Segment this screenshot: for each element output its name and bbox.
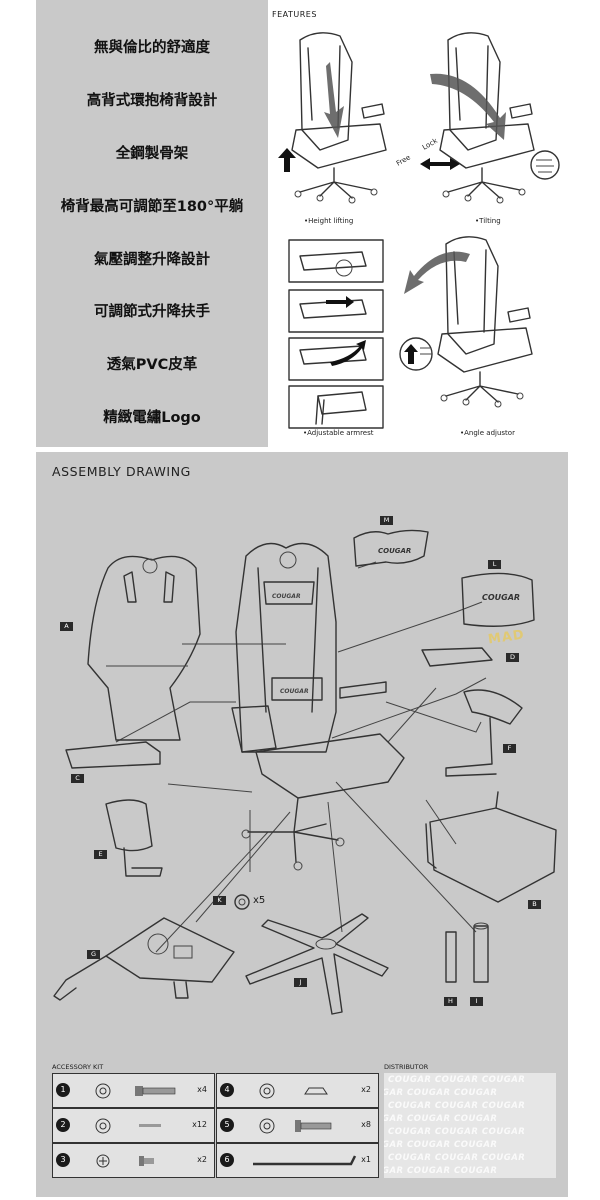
accessory-number: 2: [56, 1118, 70, 1132]
part-l-lumbar-pillow: COUGAR: [461, 572, 535, 627]
feature-item: 氣壓調整升降設計: [94, 252, 210, 268]
allen-key-icon: [253, 1155, 357, 1166]
feature-item: 無與倫比的舒適度: [94, 40, 210, 56]
feature-item: 椅背最高可調節至180°平躺: [60, 199, 244, 215]
part-c-side-plate: [65, 741, 161, 769]
caption-angle-adjustor: •Angle adjustor: [460, 429, 515, 437]
feature-item: 高背式環抱椅背設計: [86, 93, 218, 109]
caster-quantity: x5: [253, 895, 266, 906]
accessory-qty: x8: [361, 1120, 371, 1129]
features-list-panel: 無與倫比的舒適度 高背式環抱椅背設計 全鋼製骨架 椅背最高可調節至180°平躺 …: [36, 0, 268, 447]
part-tag: F: [503, 744, 516, 753]
part-tag: E: [94, 850, 107, 859]
part-tag: K: [213, 896, 226, 905]
accessory-kit-title: ACCESSORY KIT: [52, 1063, 104, 1071]
tilt-lock-label: Lock: [421, 136, 440, 151]
distributor-brand-row: COUGAR COUGAR COUGAR: [388, 1101, 526, 1111]
assembly-drawing-section: ASSEMBLY DRAWING: [36, 452, 568, 1197]
part-tag: G: [87, 950, 100, 959]
caption-adjustable-armrest: •Adjustable armrest: [303, 429, 374, 437]
accessory-qty: x2: [361, 1085, 371, 1094]
distributor-brand-row: GAR COUGAR COUGAR: [384, 1140, 498, 1150]
main-chair-assembled: COUGAR COUGAR: [231, 542, 405, 871]
feature-item: 全鋼製骨架: [115, 146, 189, 162]
accessory-number: 4: [220, 1083, 234, 1097]
chair-lumbar-brand: COUGAR: [280, 688, 309, 695]
chair-tilting-illustration: [420, 32, 560, 204]
features-section: 無與倫比的舒適度 高背式環抱椅背設計 全鋼製骨架 椅背最高可調節至180°平躺 …: [0, 0, 600, 447]
tilt-free-label: Free: [395, 153, 412, 167]
part-tag: A: [60, 622, 73, 631]
assembly-title: ASSEMBLY DRAWING: [52, 464, 191, 479]
part-tag: C: [71, 774, 84, 783]
part-d-cover: [421, 647, 493, 667]
chair-headrest-brand: COUGAR: [272, 593, 301, 600]
part-f-right-armrest: [445, 689, 523, 777]
caption-height-lifting: •Height lifting: [304, 217, 354, 225]
accessory-kit-table: 1 x4 2 x12 3 x2 4: [52, 1073, 379, 1178]
feature-item: 精緻電繡Logo: [103, 410, 201, 426]
distributor-brand-row: GAR COUGAR COUGAR: [384, 1166, 498, 1176]
distributor-brand-row: GAR COUGAR COUGAR: [384, 1114, 498, 1124]
accessory-number: 6: [220, 1153, 234, 1167]
accessory-qty: x1: [361, 1155, 371, 1164]
accessory-item: 4 x2: [216, 1073, 379, 1108]
accessory-number: 5: [220, 1118, 234, 1132]
distributor-brand-row: COUGAR COUGAR COUGAR: [388, 1153, 526, 1163]
accessory-qty: x4: [197, 1085, 207, 1094]
accessory-qty: x2: [197, 1155, 207, 1164]
accessory-qty: x12: [192, 1120, 207, 1129]
part-b-seat-cushion: [425, 791, 557, 903]
part-a-backrest-shell: [87, 555, 201, 741]
washer-icon: [95, 1118, 161, 1134]
part-tag: L: [488, 560, 501, 569]
part-e-left-armrest: [105, 799, 163, 877]
accessory-item: 2 x12: [52, 1108, 215, 1143]
leader-lines: [115, 561, 487, 953]
part-k-caster: [234, 894, 250, 910]
part-g-tilt-mechanism: [53, 917, 235, 1001]
accessory-number: 3: [56, 1153, 70, 1167]
part-tag: J: [294, 978, 307, 987]
distributor-brand-row: COUGAR COUGAR COUGAR: [388, 1127, 526, 1137]
part-tag: D: [506, 653, 519, 662]
screw-icon: [96, 1154, 154, 1168]
chair-angle-adjustor-illustration: [399, 236, 533, 408]
part-m-headrest-pillow: COUGAR: [353, 529, 429, 567]
armrest-adjust-illustrations: [288, 239, 384, 429]
part-j-base: [245, 913, 389, 1015]
accessory-item: 5 x8: [216, 1108, 379, 1143]
washer-icon: [259, 1083, 328, 1099]
bolt-washer-icon: [259, 1118, 332, 1134]
distributor-brand-row: GAR COUGAR COUGAR: [384, 1088, 498, 1098]
part-tag: H: [444, 997, 457, 1006]
assembly-illustration: COUGAR COUGAR COUGAR COUGAR: [53, 529, 557, 1015]
feature-item: 可調節式升降扶手: [94, 304, 210, 320]
accessory-item: 6 x1: [216, 1143, 379, 1178]
features-title: FEATURES: [272, 10, 317, 19]
distributor-brand-row: COUGAR COUGAR COUGAR: [388, 1075, 526, 1085]
accessory-item: 1 x4: [52, 1073, 215, 1108]
distributor-box: COUGAR COUGAR COUGAR GAR COUGAR COUGAR C…: [384, 1073, 556, 1178]
part-tag: B: [528, 900, 541, 909]
distributor-title: DISTRIBUTOR: [384, 1063, 429, 1071]
pillow-brand: COUGAR: [378, 547, 411, 555]
chair-height-lifting-illustration: [278, 32, 387, 204]
part-tag: I: [470, 997, 483, 1006]
feature-item: 透氣PVC皮革: [106, 357, 198, 373]
accessory-item: 3 x2: [52, 1143, 215, 1178]
accessory-number: 1: [56, 1083, 70, 1097]
features-illustrations: Free Lock: [278, 32, 560, 429]
bolt-washer-icon: [95, 1083, 176, 1099]
part-tag: M: [380, 516, 393, 525]
caption-tilting: •Tilting: [475, 217, 501, 225]
part-h-i-gas-lift: [445, 922, 489, 983]
lumbar-pillow-brand: COUGAR: [482, 593, 520, 602]
